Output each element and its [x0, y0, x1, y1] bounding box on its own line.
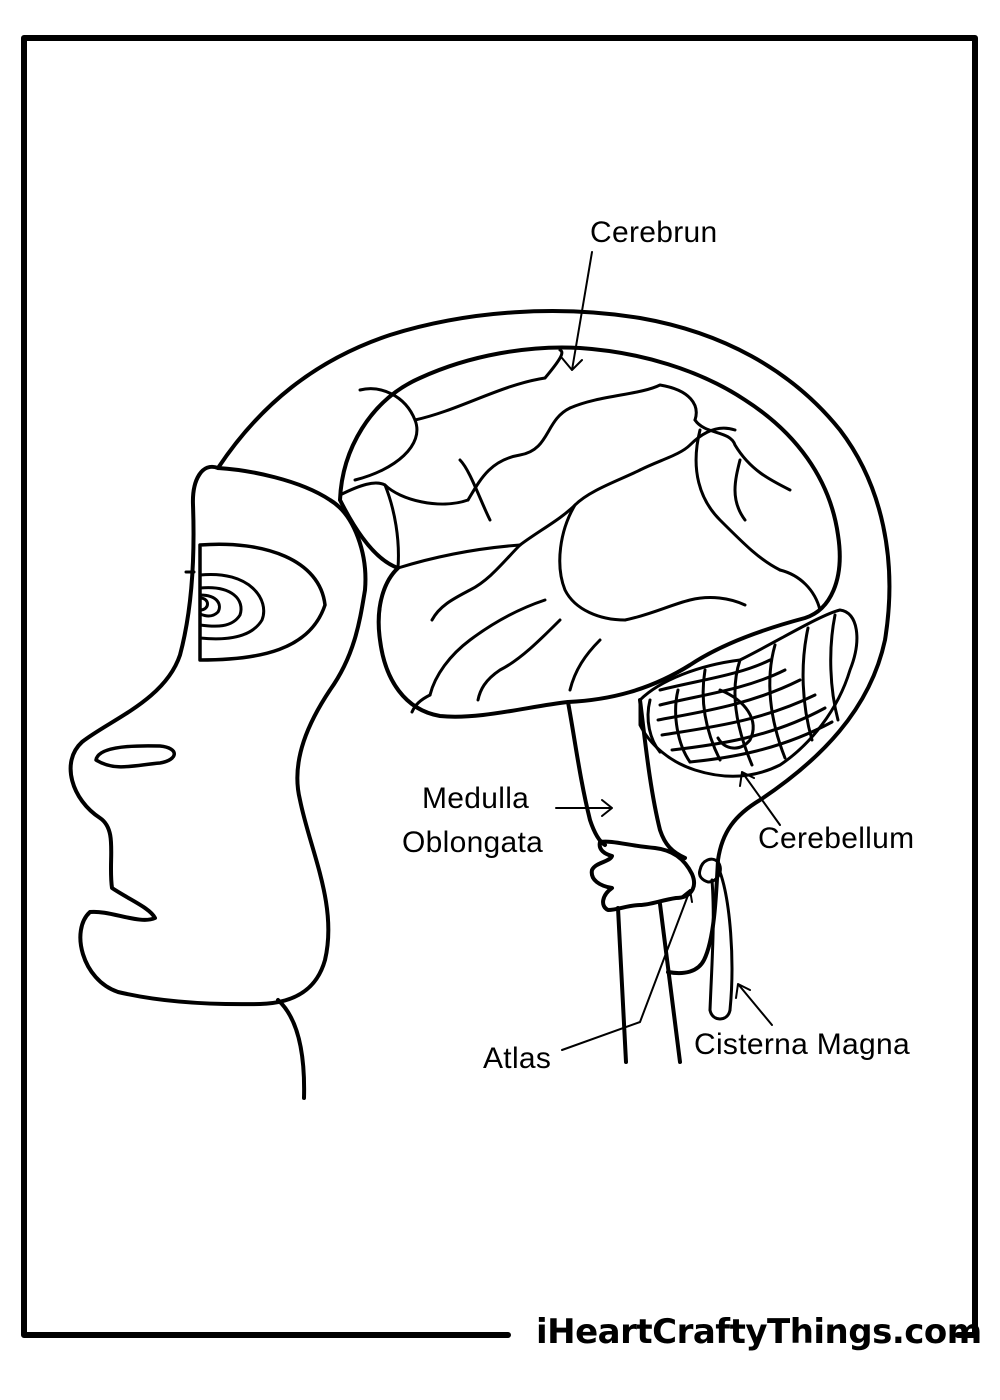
cerebrum-folds — [338, 348, 822, 714]
cerebrum-outline — [338, 345, 842, 719]
cerebrum-arrow — [561, 251, 593, 371]
face-profile — [68, 464, 368, 1007]
nostril — [94, 744, 176, 769]
eye-socket — [198, 542, 327, 662]
spine-right — [658, 902, 682, 1064]
label-cerebellum: Cerebellum — [758, 822, 915, 855]
eye-ring-inner — [198, 593, 221, 618]
footer-brand: iHeartCraftyThings.com — [536, 1312, 982, 1352]
cerebellum-arrow — [739, 771, 781, 826]
label-medulla-line1: Medulla — [422, 782, 530, 815]
page-frame — [21, 35, 978, 1338]
spine-left — [616, 906, 628, 1064]
label-cisterna-magna: Cisterna Magna — [694, 1028, 910, 1061]
medulla-arrow — [555, 799, 613, 817]
label-cerebrum: Cerebrun — [590, 216, 718, 249]
cisterna-arrow — [735, 983, 773, 1026]
eye-ring-middle — [198, 586, 243, 628]
medulla-oblongata — [566, 698, 687, 860]
atlas-vertebra — [589, 839, 696, 912]
label-atlas: Atlas — [483, 1042, 552, 1075]
cisterna-magna — [698, 857, 734, 1021]
cerebellum — [638, 608, 859, 778]
label-medulla-line2: Oblongata — [402, 826, 544, 859]
neck-front — [276, 998, 307, 1100]
label-arrows — [555, 251, 781, 1051]
eye-pupil — [198, 596, 209, 612]
eye-ring-outer — [198, 572, 266, 641]
atlas-arrow — [561, 889, 693, 1051]
